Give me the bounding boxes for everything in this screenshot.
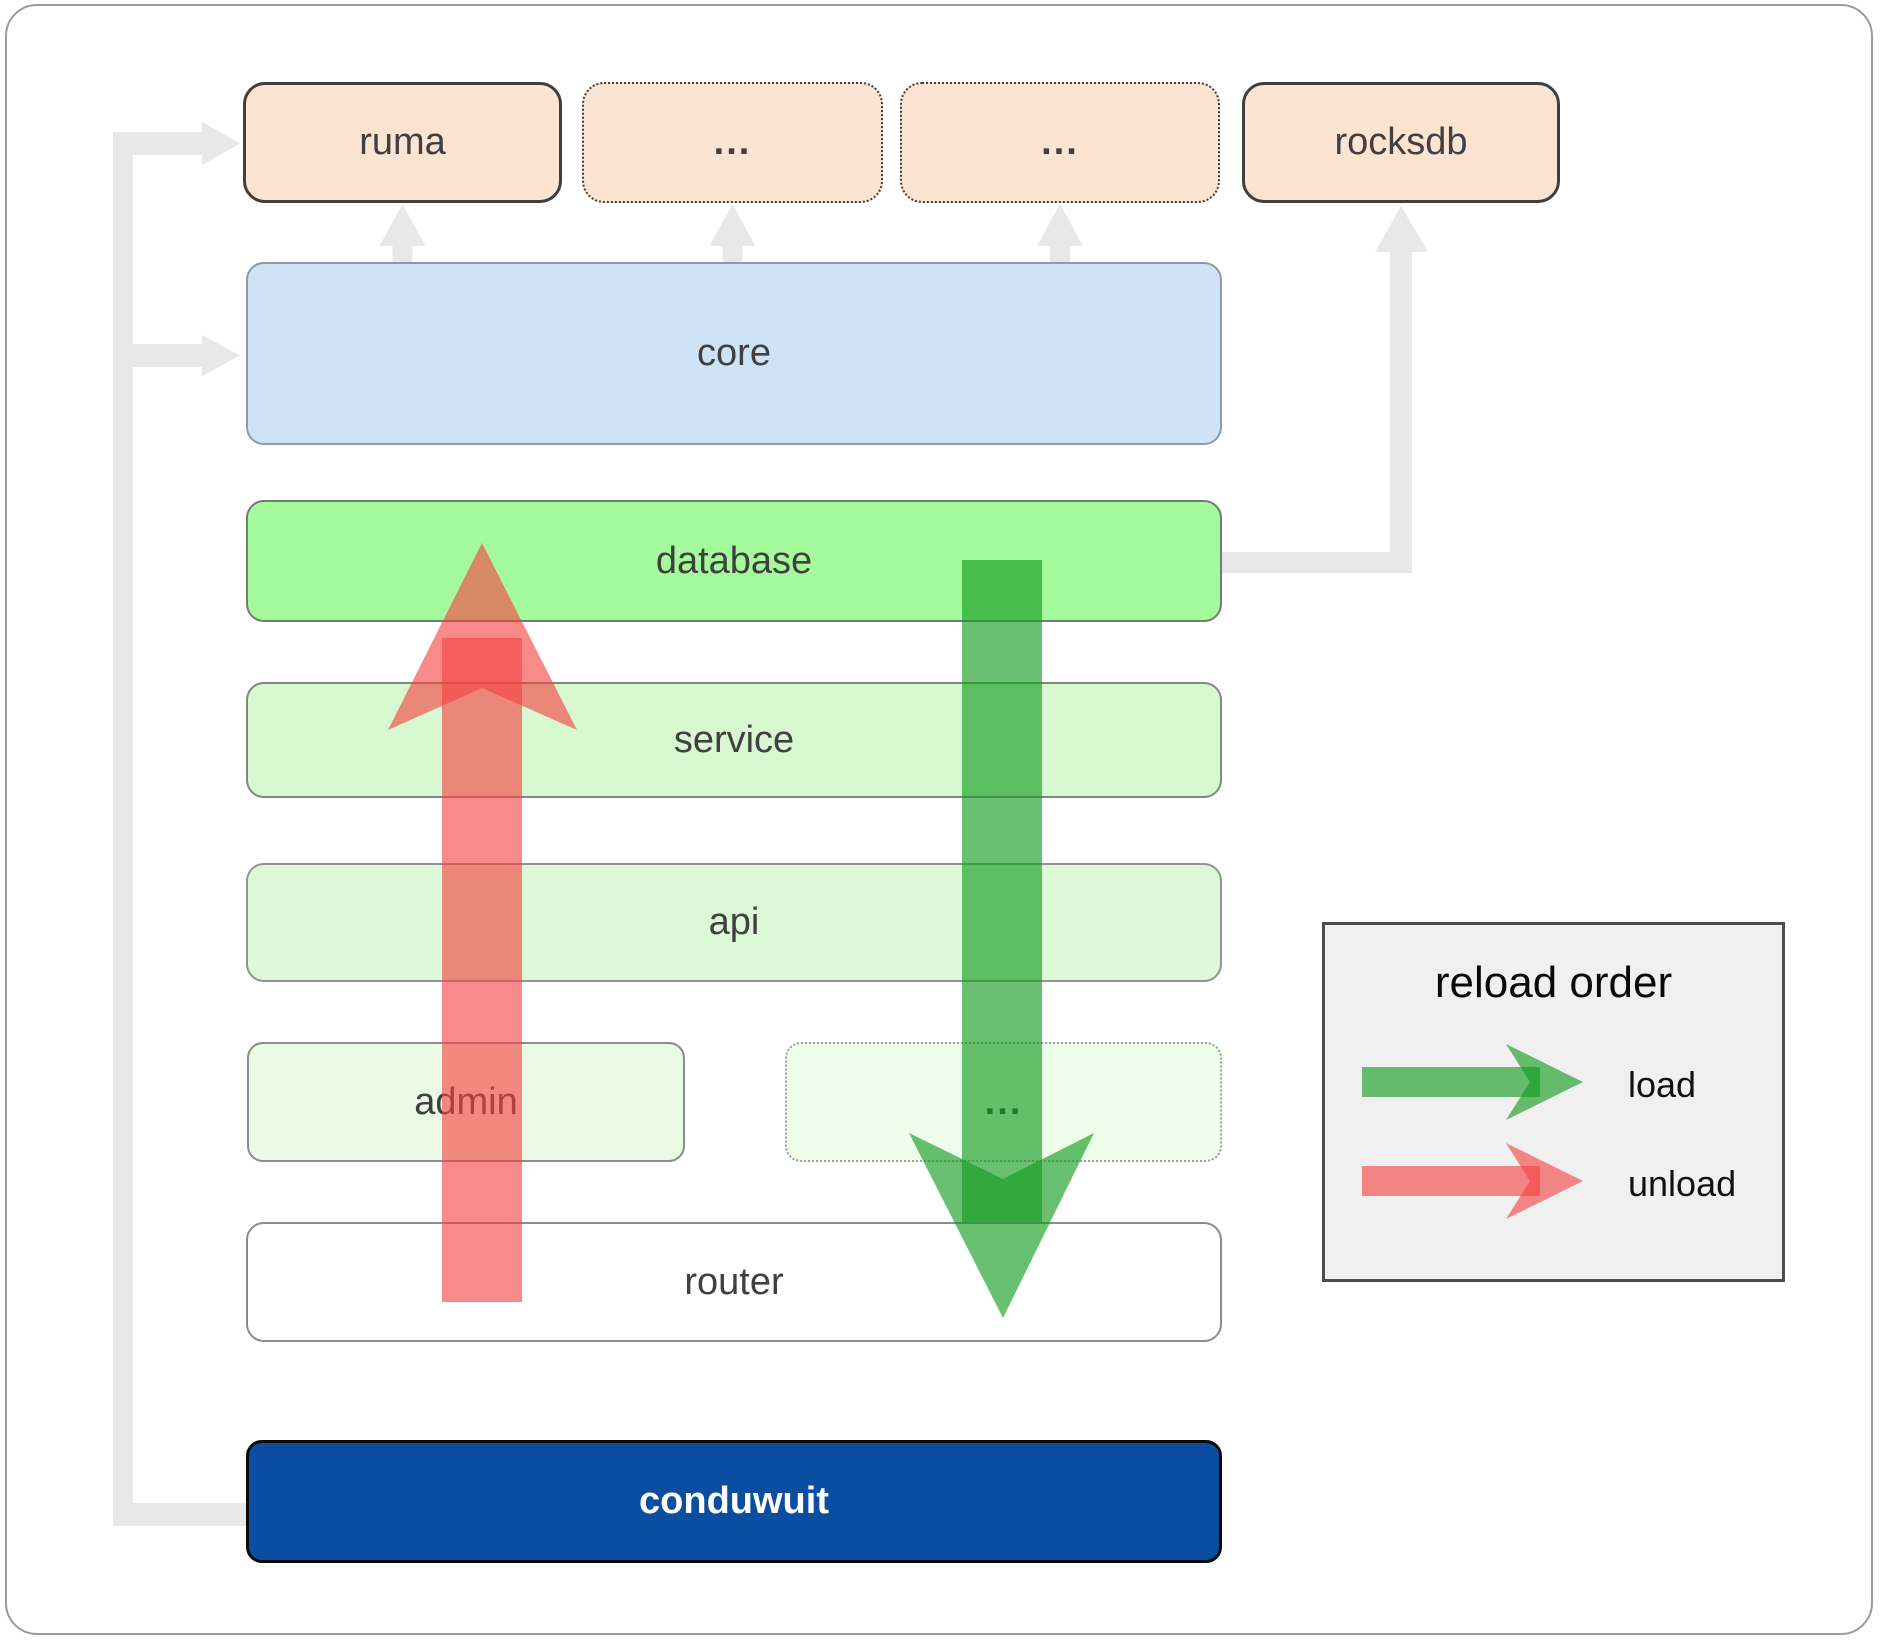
connector-database-elbow-horizontal — [1222, 552, 1412, 573]
box-core: core — [246, 262, 1222, 445]
connector-core-to-dots2-head — [1037, 204, 1083, 246]
connector-core-to-ruma-head — [379, 204, 426, 246]
legend: reload order load unload — [1322, 922, 1785, 1282]
connector-core-to-ruma-shaft — [392, 246, 413, 263]
box-conduwuit-label: conduwuit — [639, 1480, 829, 1522]
box-rocksdb: rocksdb — [1242, 82, 1560, 203]
connector-arrowhead-core — [202, 335, 240, 376]
connector-arrowhead-rocksdb — [1375, 206, 1428, 252]
box-database: database — [246, 500, 1222, 622]
box-api-label: api — [708, 901, 760, 943]
gray-connectors — [113, 122, 1428, 1526]
box-service-label: service — [673, 718, 795, 761]
box-admin-label: admin — [414, 1080, 518, 1123]
box-database-label: database — [655, 539, 813, 582]
box-router-label: router — [684, 1260, 784, 1303]
connector-left-spine — [113, 132, 133, 1526]
box-ellipsis-admin-row: ... — [785, 1042, 1222, 1162]
box-router: router — [246, 1222, 1222, 1342]
connector-left-to-core-segment — [113, 344, 202, 367]
box-api: api — [246, 863, 1222, 982]
legend-title: reload order — [1434, 958, 1673, 1007]
connector-arrowhead-ruma — [202, 122, 240, 165]
connector-left-to-ruma-segment — [113, 132, 202, 155]
connector-core-to-dots1-head — [709, 204, 756, 246]
box-ellipsis-top-1: ... — [582, 82, 883, 203]
box-core-label: core — [697, 332, 771, 374]
legend-load-label: load — [1628, 1064, 1697, 1105]
box-conduwuit: conduwuit — [246, 1440, 1222, 1563]
box-admin: admin — [247, 1042, 685, 1162]
box-rocksdb-label: rocksdb — [1334, 121, 1468, 163]
box-ruma-label: ruma — [359, 121, 446, 163]
connector-core-to-dots2-shaft — [1050, 246, 1070, 263]
box-ellipsis-top-2-label: ... — [1041, 121, 1079, 163]
legend-unload-label: unload — [1628, 1163, 1737, 1204]
box-ruma: ruma — [243, 82, 562, 203]
outer-frame — [5, 4, 1873, 1635]
box-ellipsis-top-2: ... — [900, 82, 1220, 203]
connector-core-to-dots1-shaft — [722, 246, 743, 263]
connector-conduwuit-segment — [113, 1503, 246, 1526]
box-ellipsis-admin-row-label: ... — [984, 1080, 1023, 1123]
box-service: service — [246, 682, 1222, 798]
connector-database-elbow-vertical — [1390, 252, 1412, 573]
box-ellipsis-top-1-label: ... — [713, 121, 752, 163]
